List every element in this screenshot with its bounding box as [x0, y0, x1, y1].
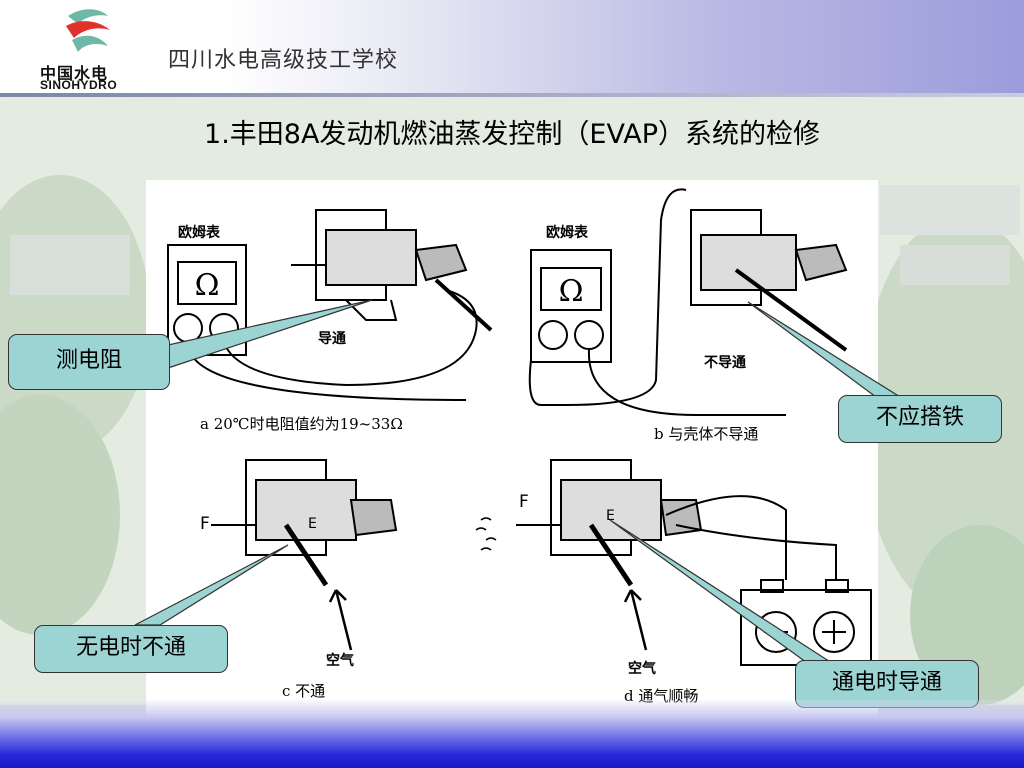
logo-english-text: SINOHYDRO: [40, 78, 118, 92]
evap-diagram: Ω Ω 欧姆表 导通 a 20℃时电阻值约为19~33Ω 欧姆表 不导通 b 与…: [146, 180, 878, 715]
panel-c-caption: c 不通: [282, 682, 326, 700]
school-name: 四川水电高级技工学校: [168, 48, 399, 73]
panel-c-air-label: 空气: [326, 653, 354, 669]
callout-no-ground: 不应搭铁: [838, 395, 1002, 443]
logo-chinese-text: 中国水电: [40, 64, 109, 83]
header-band: [0, 0, 1024, 95]
panel-d-air-label: 空气: [628, 661, 656, 677]
panel-c-port-e: E: [308, 516, 317, 532]
header-divider: [0, 93, 1024, 97]
footer-band: [0, 700, 1024, 768]
panel-b-caption: b 与壳体不导通: [654, 425, 759, 443]
sinohydro-logo-icon: [66, 9, 110, 52]
battery-icon: [740, 589, 872, 666]
panel-a-caption: a 20℃时电阻值约为19~33Ω: [200, 415, 403, 433]
panel-b-state-label: 不导通: [704, 355, 746, 371]
ohmmeter-b-icon: [530, 249, 612, 363]
panel-a-state-label: 导通: [318, 331, 346, 347]
panel-b-meter-label: 欧姆表: [546, 225, 588, 241]
panel-d-port-f: F: [519, 492, 529, 512]
panel-c-port-f: F: [200, 514, 210, 534]
evap-diagram-drawing: Ω Ω: [167, 188, 872, 666]
panel-a-meter-label: 欧姆表: [178, 225, 220, 241]
ohm-symbol-b: Ω: [559, 274, 584, 309]
panel-d-port-e: E: [606, 508, 615, 524]
ohm-symbol-a: Ω: [195, 268, 220, 303]
callout-no-power-blocked: 无电时不通: [34, 625, 228, 673]
slide-title: 1.丰田8A发动机燃油蒸发控制（EVAP）系统的检修: [204, 119, 820, 150]
callout-measure-resistance: 测电阻: [8, 334, 170, 390]
